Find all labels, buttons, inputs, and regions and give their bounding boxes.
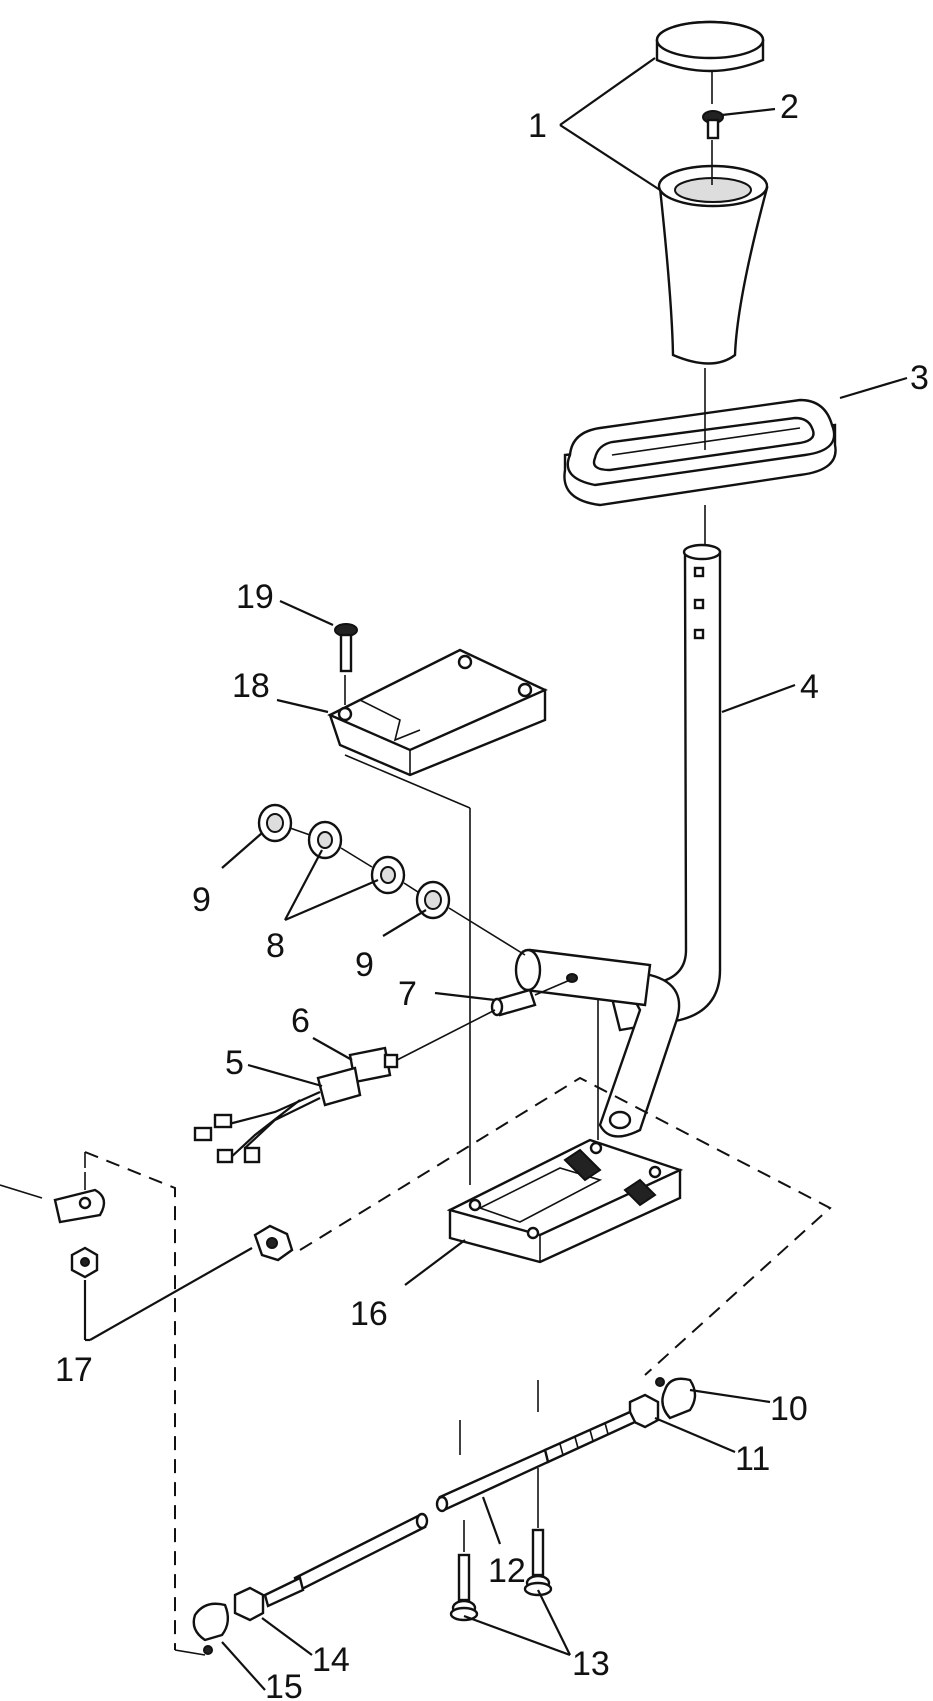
callout-17: 17 bbox=[55, 1351, 93, 1389]
callout-9-upper: 9 bbox=[192, 881, 211, 919]
pin-part-7 bbox=[490, 988, 537, 1017]
nut-part-17b bbox=[253, 1224, 294, 1262]
nut-part-14 bbox=[233, 1586, 265, 1622]
bolt-part-13b bbox=[523, 1528, 553, 1597]
bolt-part-13a bbox=[449, 1553, 479, 1622]
callout-14: 14 bbox=[312, 1641, 350, 1679]
callout-11: 11 bbox=[735, 1440, 770, 1478]
callout-15: 15 bbox=[265, 1668, 303, 1701]
rod-part-12 bbox=[435, 1448, 550, 1513]
washer-part-9-upper bbox=[257, 803, 293, 843]
callout-9-lower: 9 bbox=[355, 946, 374, 984]
callout-1: 1 bbox=[528, 107, 547, 145]
rod-lower bbox=[263, 1512, 429, 1608]
washer-part-9-lower bbox=[415, 880, 451, 920]
leader-lines bbox=[83, 57, 908, 1691]
cover-plate-part-18 bbox=[327, 648, 548, 777]
callout-16: 16 bbox=[350, 1295, 388, 1333]
base-housing-part-16 bbox=[446, 1138, 684, 1264]
callout-5: 5 bbox=[225, 1044, 244, 1082]
callout-19: 19 bbox=[236, 578, 274, 616]
ball-joint-part-15 bbox=[192, 1602, 230, 1655]
callout-12: 12 bbox=[488, 1552, 526, 1590]
boot-part-3 bbox=[563, 398, 837, 507]
callout-3: 3 bbox=[910, 359, 929, 397]
callout-7: 7 bbox=[398, 975, 417, 1013]
screw-part-19 bbox=[334, 623, 358, 673]
callout-4: 4 bbox=[800, 668, 819, 706]
shift-lever-part-4 bbox=[514, 543, 722, 1138]
callout-2: 2 bbox=[780, 88, 799, 126]
callout-6: 6 bbox=[291, 1002, 310, 1040]
callout-8: 8 bbox=[266, 927, 285, 965]
bushing-part-8a bbox=[307, 820, 343, 860]
harness-part-5 bbox=[193, 1066, 362, 1164]
rod-end-threaded bbox=[543, 1410, 637, 1464]
nut-part-17a bbox=[70, 1246, 99, 1279]
shift-knob-part-1 bbox=[655, 20, 769, 365]
callout-13: 13 bbox=[572, 1645, 610, 1683]
bushing-part-8b bbox=[370, 855, 406, 895]
screw-part-2 bbox=[702, 110, 724, 140]
callout-10: 10 bbox=[770, 1390, 808, 1428]
ball-joint-part-10 bbox=[655, 1377, 697, 1420]
callout-18: 18 bbox=[232, 667, 270, 705]
bracket-detail-part-17 bbox=[0, 1172, 106, 1224]
